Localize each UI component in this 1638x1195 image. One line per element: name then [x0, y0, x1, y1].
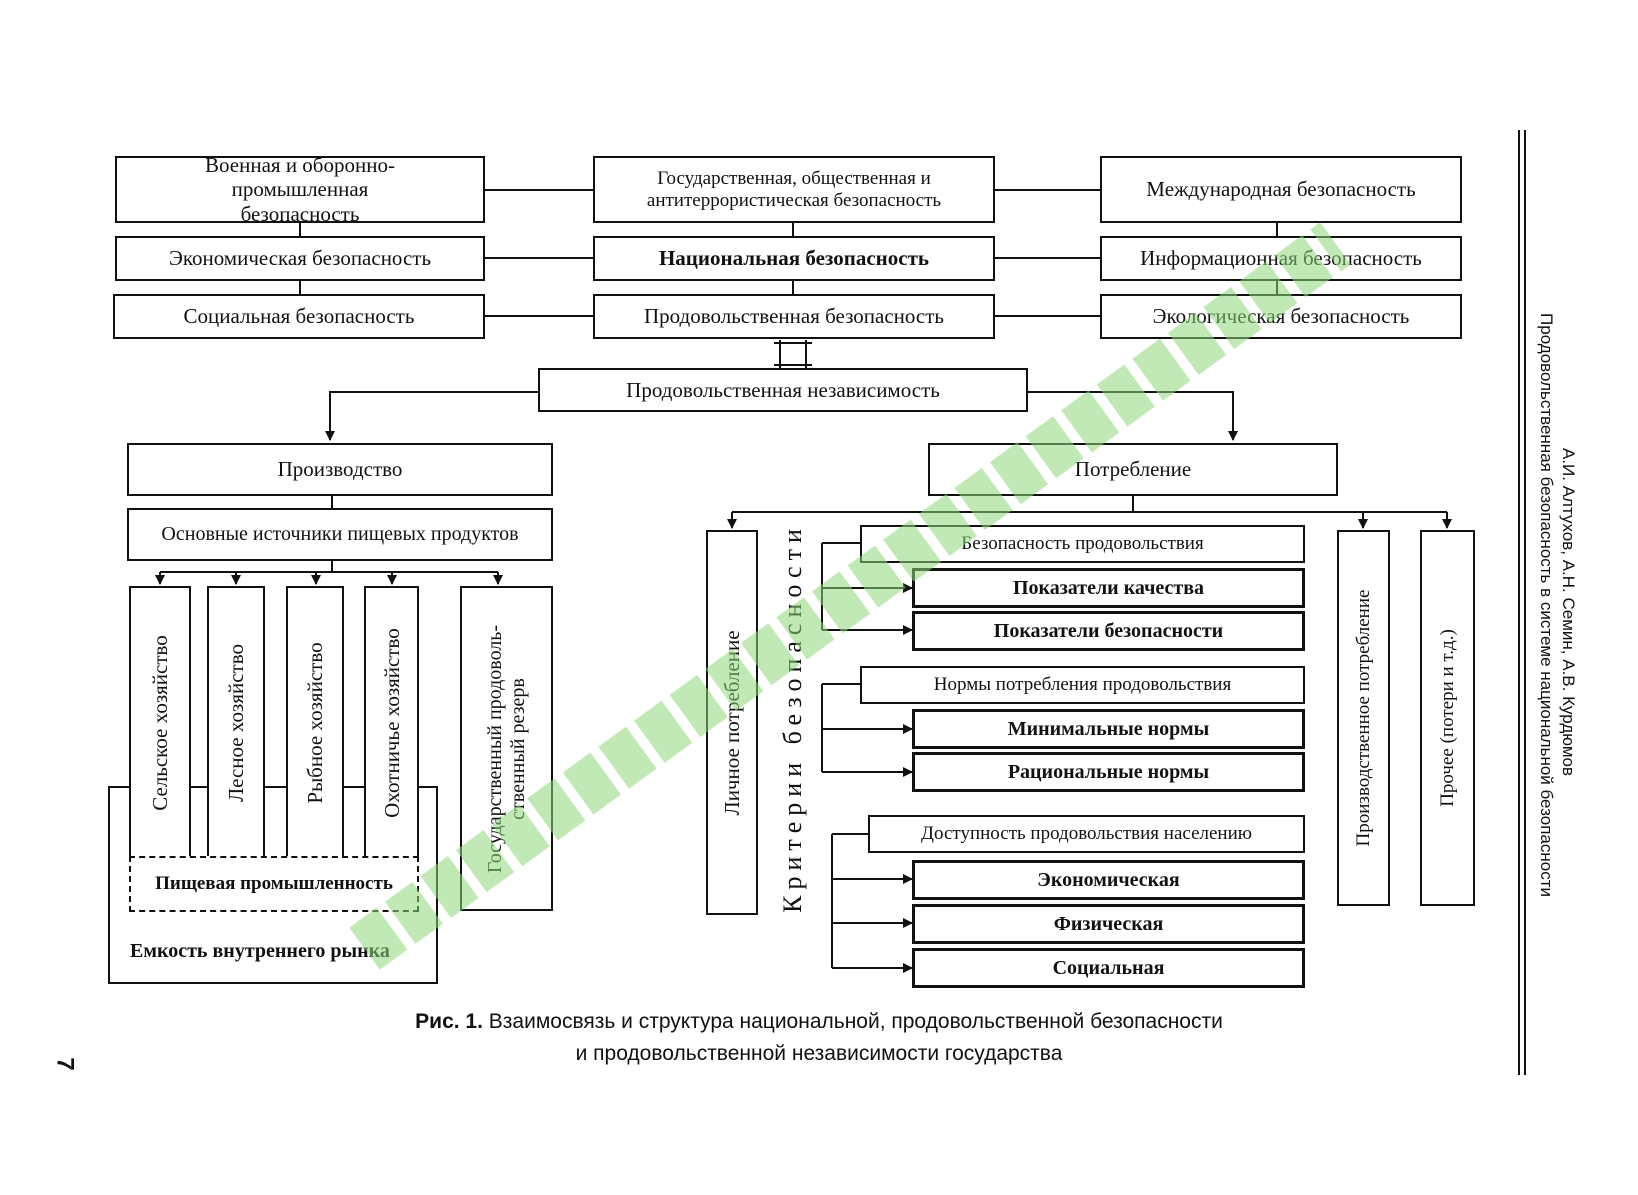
personal-consumption-label: Личное потребление — [719, 629, 744, 816]
economic-access-label: Экономическая — [1037, 868, 1180, 891]
production-box: Производство — [127, 443, 553, 496]
food-industry-box: Пищевая промышленность — [129, 856, 419, 912]
minimum-norms-label: Минимальные нормы — [1007, 717, 1210, 740]
other-consumption-box: Прочее (потери и т.д.) — [1420, 530, 1475, 906]
economic-security-box: Экономическая безопасность — [115, 236, 485, 281]
social-access-label: Социальная — [1052, 956, 1165, 979]
national-security-label: Национальная безопасность — [658, 246, 930, 271]
personal-consumption-box: Личное потребление — [706, 530, 758, 915]
military-security-label: Военная и оборонно-промышленная безопасн… — [205, 153, 395, 226]
social-access-box: Социальная — [912, 948, 1305, 988]
consumption-norms-header-label: Нормы потребления продовольствия — [933, 674, 1232, 696]
branch-hunting-label: Охотничье хозяйство — [379, 628, 404, 818]
social-security-label: Социальная безопасность — [183, 304, 415, 329]
state-reserve-box: Государственный продоволь- ственный резе… — [460, 586, 553, 911]
international-security-label: Международная безопасность — [1146, 177, 1416, 202]
safety-indicators-box: Показатели безопасности — [912, 611, 1305, 651]
figure-caption-line1: Рис. 1. Взаимосвязь и структура национал… — [0, 1010, 1638, 1034]
quality-indicators-label: Показатели качества — [1012, 576, 1205, 599]
state-security-label: Государственная, общественная и антитерр… — [646, 167, 942, 211]
military-security-box: Военная и оборонно-промышленная безопасн… — [115, 153, 485, 226]
page-number: 7 — [51, 1057, 79, 1071]
food-access-header-label: Доступность продовольствия населению — [921, 823, 1252, 845]
running-header-authors: А.И. Алтухов, А.Н. Семин, А.В. Курдюмов — [1559, 447, 1578, 777]
branch-agriculture: Сельское хозяйство — [129, 586, 191, 860]
branch-hunting: Охотничье хозяйство — [364, 586, 419, 860]
consumption-box: Потребление — [928, 443, 1338, 496]
food-access-header: Доступность продовольствия населению — [868, 815, 1305, 853]
safety-criteria-label: Критерии безопасности — [778, 523, 807, 913]
state-security-box: Государственная, общественная и антитерр… — [593, 156, 995, 223]
figure-caption-line2: и продовольственной независимости госуда… — [575, 1042, 1063, 1065]
rational-norms-box: Рациональные нормы — [912, 752, 1305, 792]
information-security-box: Информационная безопасность — [1100, 236, 1462, 281]
branch-fishing-label: Рыбное хозяйство — [302, 642, 327, 804]
food-security-label: Продовольственная безопасность — [644, 304, 944, 329]
food-independence-box: Продовольственная независимость — [538, 368, 1028, 412]
state-reserve-line1: Государственный продоволь- — [483, 624, 506, 873]
food-security-box: Продовольственная безопасность — [593, 294, 995, 339]
running-header-title: Продовольственная безопасность в системе… — [1537, 313, 1556, 897]
market-label: Емкость внутреннего рынка — [130, 940, 390, 962]
information-security-label: Информационная безопасность — [1140, 246, 1422, 271]
rational-norms-label: Рациональные нормы — [1007, 760, 1210, 783]
industrial-consumption-box: Производственное потребление — [1337, 530, 1390, 906]
state-reserve-label: Государственный продоволь- ственный резе… — [484, 624, 530, 872]
other-consumption-label: Прочее (потери и т.д.) — [1436, 629, 1458, 807]
branch-forestry-label: Лесное хозяйство — [223, 644, 248, 802]
figure-caption-text1: Взаимосвязь и структура национальной, пр… — [488, 1010, 1223, 1033]
industrial-consumption-label: Производственное потребление — [1352, 589, 1374, 847]
food-safety-header-label: Безопасность продовольствия — [961, 533, 1204, 555]
physical-access-label: Физическая — [1053, 912, 1164, 935]
economic-security-label: Экономическая безопасность — [168, 246, 432, 271]
social-security-box: Социальная безопасность — [113, 294, 485, 339]
consumption-norms-header: Нормы потребления продовольствия — [860, 666, 1305, 704]
figure-caption-prefix: Рис. 1. — [415, 1010, 483, 1033]
state-reserve-line2: ственный резерв — [506, 677, 529, 820]
ecological-security-label: Экологическая безопасность — [1152, 304, 1410, 329]
food-industry-label: Пищевая промышленность — [155, 873, 393, 894]
safety-indicators-label: Показатели безопасности — [993, 619, 1224, 642]
food-sources-label: Основные источники пищевых продуктов — [161, 523, 519, 545]
branch-agriculture-label: Сельское хозяйство — [147, 635, 172, 811]
food-sources-box: Основные источники пищевых продуктов — [127, 508, 553, 561]
food-independence-label: Продовольственная независимость — [626, 377, 940, 402]
production-label: Производство — [277, 457, 403, 482]
international-security-box: Международная безопасность — [1100, 156, 1462, 223]
food-safety-header: Безопасность продовольствия — [860, 525, 1305, 563]
quality-indicators-box: Показатели качества — [912, 568, 1305, 608]
branch-fishing: Рыбное хозяйство — [286, 586, 344, 860]
physical-access-box: Физическая — [912, 904, 1305, 944]
branch-forestry: Лесное хозяйство — [207, 586, 265, 860]
minimum-norms-box: Минимальные нормы — [912, 709, 1305, 749]
economic-access-box: Экономическая — [912, 860, 1305, 900]
consumption-label: Потребление — [1074, 457, 1192, 482]
ecological-security-box: Экологическая безопасность — [1100, 294, 1462, 339]
national-security-box: Национальная безопасность — [593, 236, 995, 281]
